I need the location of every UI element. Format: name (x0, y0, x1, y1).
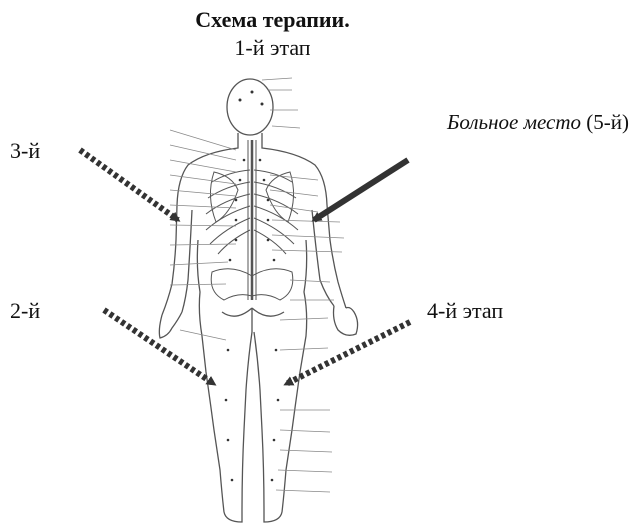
diagram-title: Схема терапии. (0, 9, 545, 31)
stage-3-label: 3-й (10, 140, 40, 162)
stage-2-arrow (104, 310, 214, 384)
pain-place-arrow (314, 160, 408, 220)
stage-3-arrow (80, 150, 178, 220)
annotation-leader-lines (170, 78, 344, 492)
body-outline (159, 79, 357, 522)
stage-4-label: 4-й этап (427, 300, 503, 322)
spine-and-ribs (206, 140, 298, 300)
pain-place-label: Больное место (5-й) (447, 112, 629, 133)
stage-2-label: 2-й (10, 300, 40, 322)
pain-place-text: Больное место (447, 110, 581, 134)
pain-place-step: (5-й) (586, 110, 629, 134)
stage-4-arrow (286, 322, 410, 384)
diagram-subtitle: 1-й этап (0, 37, 545, 59)
